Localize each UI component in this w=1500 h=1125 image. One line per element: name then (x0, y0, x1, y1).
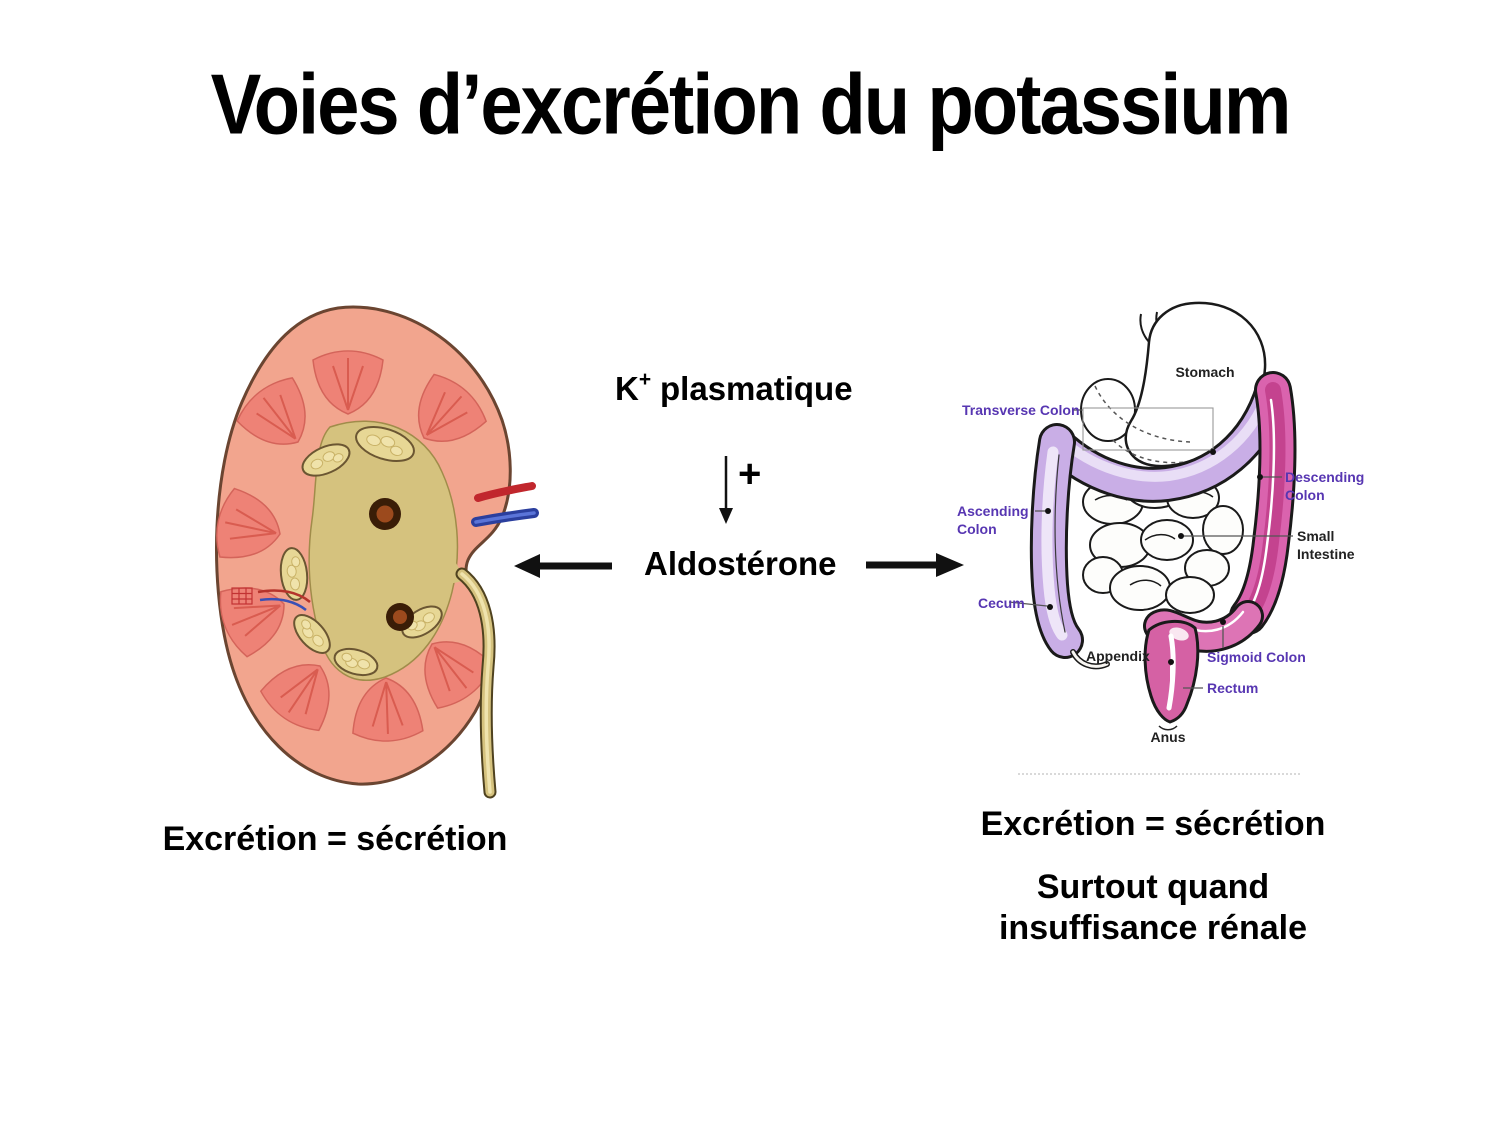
k-symbol: K (615, 370, 639, 407)
renal-vessels (471, 482, 539, 527)
k-word: plasmatique (660, 370, 853, 407)
aldosterone-label: Aldostérone (644, 545, 837, 582)
appendix-shape (1070, 649, 1110, 670)
transverse-colon-label: Transverse Colon (962, 402, 1080, 418)
small-intestine-label-line2: Intestine (1297, 546, 1355, 562)
colon-caption: Excrétion = sécrétion Surtout quand insu… (953, 804, 1353, 948)
sigmoid-colon-label: Sigmoid Colon (1207, 649, 1306, 665)
leader-lines (1008, 407, 1293, 689)
kidney-illustration (214, 305, 539, 799)
renal-pelvis (420, 537, 464, 584)
ascending-colon-label-line1: Ascending (957, 503, 1029, 519)
cecum-label: Cecum (978, 595, 1025, 611)
transverse-colon-shape (1039, 372, 1291, 503)
stomach-label: Stomach (1175, 364, 1234, 380)
left-arrow (514, 554, 612, 578)
appendix-label: Appendix (1086, 648, 1150, 664)
faint-dotted-line (1018, 773, 1300, 775)
descending-colon-shape (1229, 371, 1297, 635)
descending-colon-label-line1: Descending (1285, 469, 1364, 485)
renal-pyramids (216, 350, 494, 742)
ascending-colon-shape (1029, 423, 1084, 659)
ureter (455, 567, 497, 799)
cortical-vessels (231, 587, 311, 611)
sinus-fat-pods (279, 425, 443, 677)
stomach-shape (1080, 301, 1267, 468)
descending-colon-label-line2: Colon (1285, 487, 1325, 503)
calyx-circles (369, 498, 414, 631)
rectum-label: Rectum (1207, 680, 1258, 696)
anus-label: Anus (1151, 729, 1186, 745)
plus-sign: + (738, 452, 762, 496)
scale-marker (231, 587, 253, 605)
colon-caption-line2: Surtout quand (1036, 867, 1270, 906)
right-arrow (866, 553, 964, 577)
colon-caption-line1: Excrétion = sécrétion (980, 805, 1326, 843)
small-intestine-label-line1: Small (1297, 528, 1334, 544)
colon-caption-line3: insuffisance rénale (998, 908, 1307, 947)
down-arrow (719, 456, 733, 524)
k-plasmatique-label: K+ plasmatique (615, 368, 853, 408)
page-title: Voies d’excrétion du potassium (210, 57, 1292, 153)
kidney-caption: Excrétion = sécrétion (162, 820, 508, 858)
colon-illustration: Stomach Transverse Colon Ascending Colon… (957, 301, 1364, 745)
k-superscript: + (638, 368, 652, 391)
ascending-colon-label-line2: Colon (957, 521, 997, 537)
rectum-shape (1143, 620, 1200, 731)
